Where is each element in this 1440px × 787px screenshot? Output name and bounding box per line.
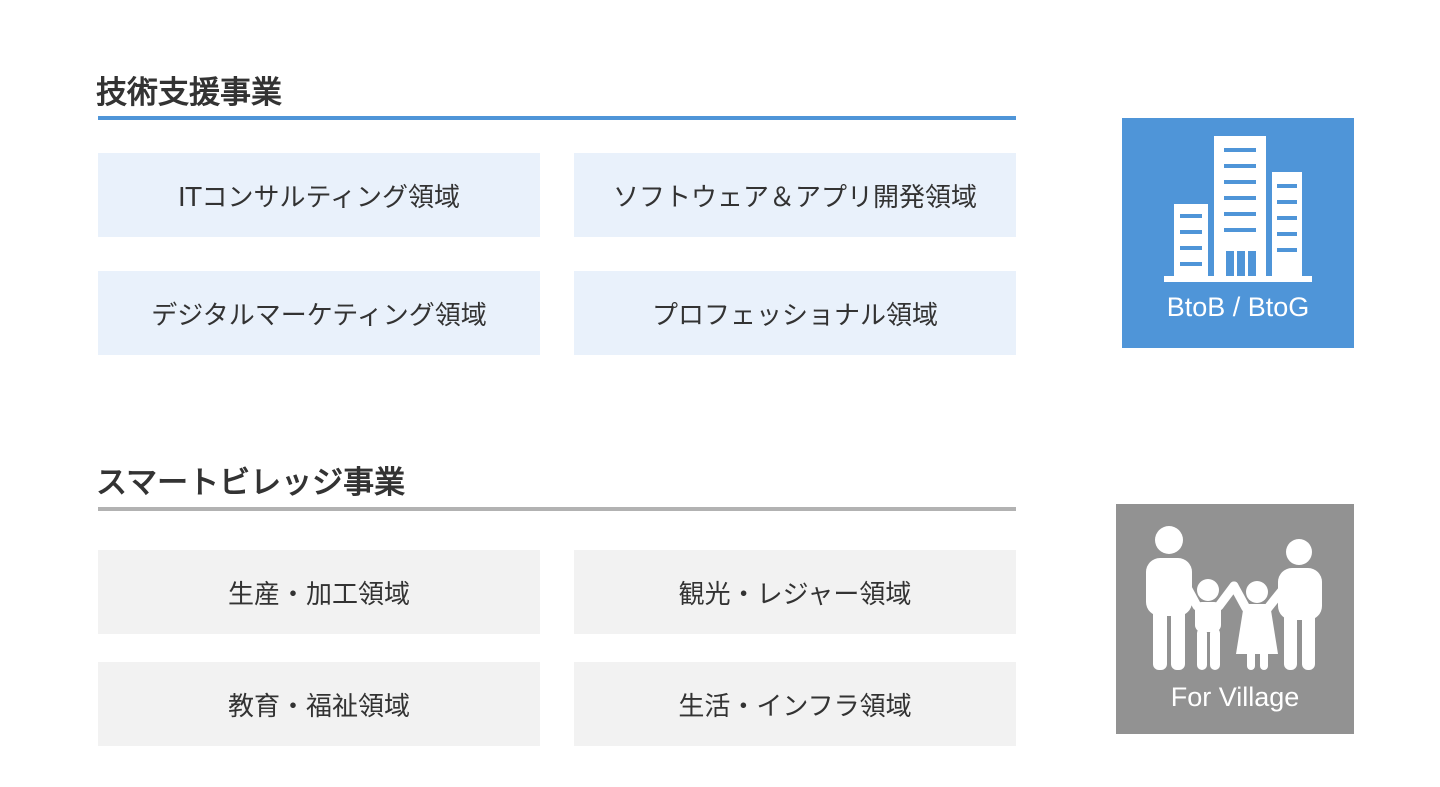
family-icon — [1146, 526, 1322, 670]
for-village-badge: For Village — [1116, 504, 1354, 734]
office-building-icon — [1164, 136, 1312, 282]
village-area-tourism: 観光・レジャー領域 — [574, 550, 1016, 634]
tech-section-title: 技術支援事業 — [96, 75, 282, 111]
tech-area-digital-marketing: デジタルマーケティング領域 — [98, 271, 540, 355]
tech-section-divider — [98, 116, 1016, 120]
village-area-production: 生産・加工領域 — [98, 550, 540, 634]
village-section-title: スマートビレッジ事業 — [96, 465, 406, 501]
tech-area-it-consulting: ITコンサルティング領域 — [98, 153, 540, 237]
btob-btog-label: BtoB / BtoG — [1166, 292, 1310, 322]
village-area-education-welfare: 教育・福祉領域 — [98, 662, 540, 746]
village-area-infrastructure: 生活・インフラ領域 — [574, 662, 1016, 746]
tech-area-software-app: ソフトウェア＆アプリ開発領域 — [574, 153, 1016, 237]
btob-btog-badge: BtoB / BtoG — [1122, 118, 1354, 348]
tech-area-professional: プロフェッショナル領域 — [574, 271, 1016, 355]
for-village-label: For Village — [1170, 682, 1300, 712]
village-section-divider — [98, 507, 1016, 511]
